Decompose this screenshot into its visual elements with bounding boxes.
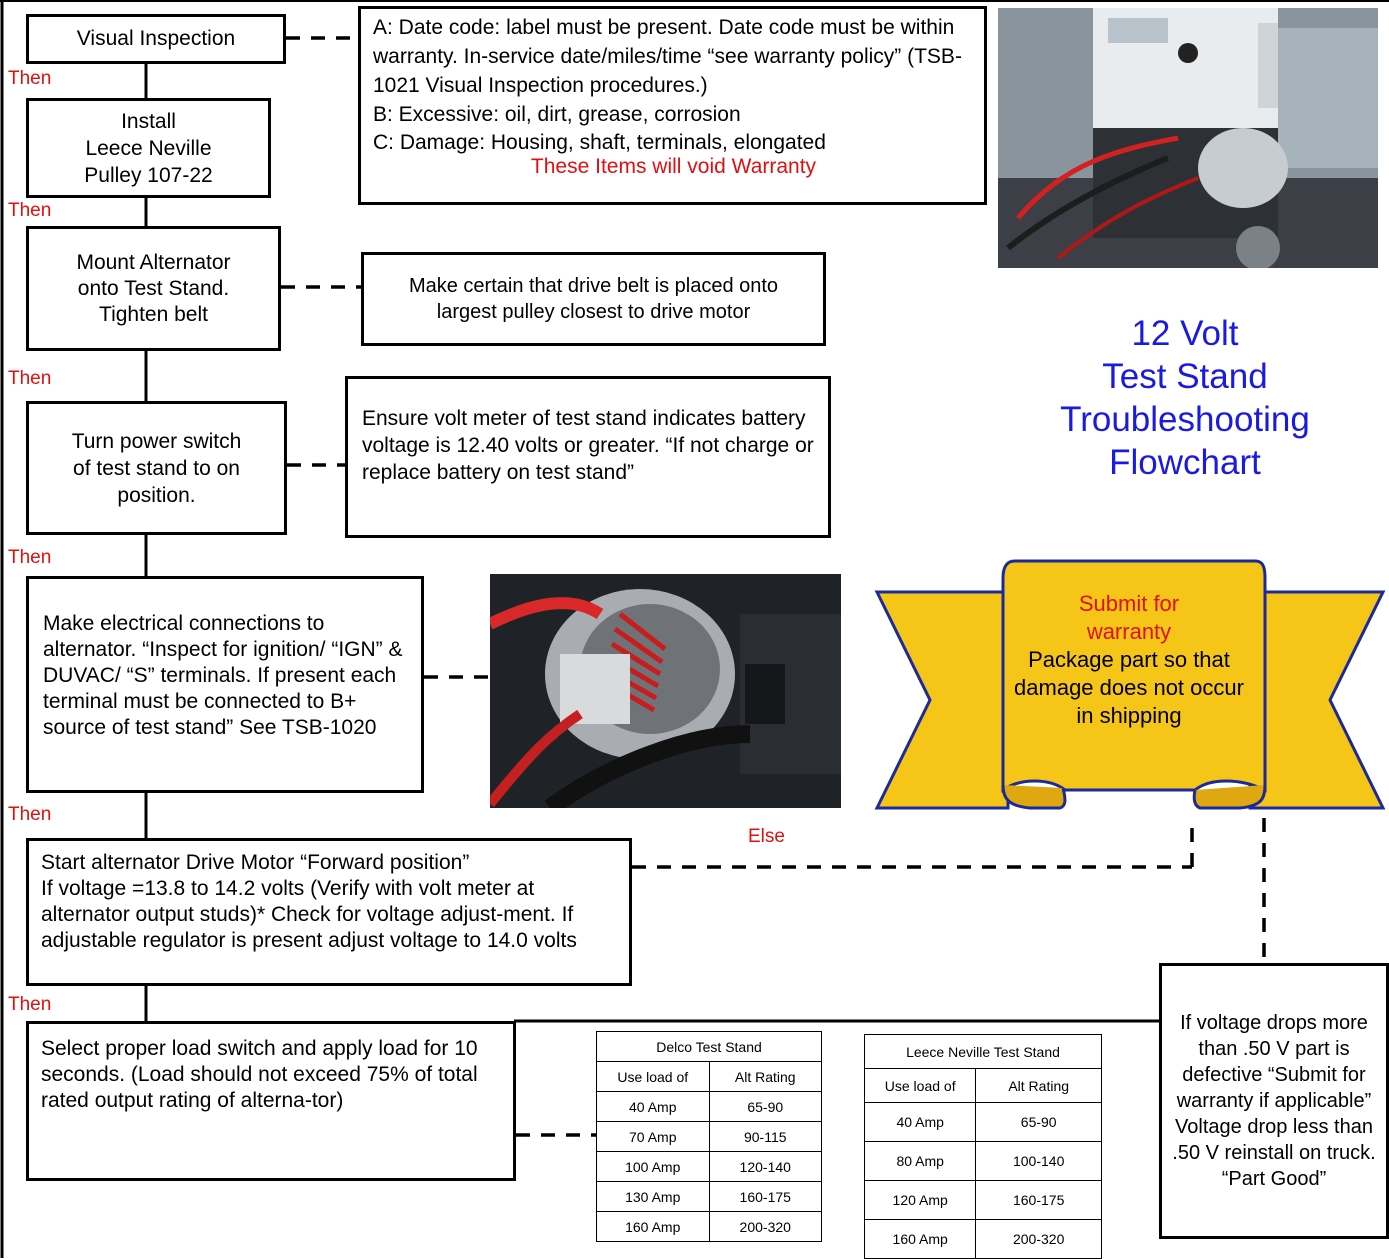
inspection-note-b: B: Excessive: oil, dirt, grease, corrosi… (373, 103, 741, 126)
leece-table-title: Leece Neville Test Stand (864, 1034, 1102, 1069)
load-cell: 160 Amp (863, 1219, 977, 1259)
leece-header-rating: Alt Rating (975, 1068, 1102, 1103)
load-cell: 80 Amp (863, 1141, 977, 1181)
load-cell: 130 Amp (596, 1181, 710, 1212)
rating-cell: 160-175 (708, 1181, 822, 1212)
visual-inspection-box: Visual Inspection (26, 14, 286, 64)
load-cell: 70 Amp (596, 1121, 710, 1152)
rating-cell: 65-90 (708, 1091, 822, 1122)
rating-cell: 200-320 (975, 1219, 1102, 1259)
delco-load-table: Delco Test Stand Use load of Alt Rating … (596, 1031, 822, 1242)
then-label: Then (8, 368, 52, 389)
then-label: Then (8, 994, 52, 1015)
rating-cell: 200-320 (708, 1211, 822, 1242)
alternator-photo (490, 574, 841, 808)
rating-cell: 160-175 (975, 1180, 1102, 1220)
delco-header-rating: Alt Rating (708, 1061, 822, 1092)
load-cell: 160 Amp (596, 1211, 710, 1242)
install-pulley-box: Install Leece Neville Pulley 107-22 (26, 98, 271, 198)
battery-note-box: Ensure volt meter of test stand indicate… (345, 376, 831, 538)
inspection-note-a: A: Date code: label must be present. Dat… (373, 16, 962, 97)
banner-text: Submit for warranty Package part so that… (1008, 590, 1250, 730)
then-label: Then (8, 547, 52, 568)
load-cell: 100 Amp (596, 1151, 710, 1182)
apply-load-box: Select proper load switch and apply load… (26, 1021, 516, 1181)
rating-cell: 120-140 (708, 1151, 822, 1182)
banner-body: Package part so that damage does not occ… (1014, 647, 1244, 728)
warranty-banner (874, 559, 1386, 810)
flowchart-title: 12 Volt Test Stand Troubleshooting Flowc… (1060, 314, 1310, 482)
leece-header-load: Use load of (863, 1068, 977, 1103)
then-label: Then (8, 68, 52, 89)
visual-inspection-label: Visual Inspection (76, 27, 236, 50)
then-label: Then (8, 200, 52, 221)
load-cell: 120 Amp (863, 1180, 977, 1220)
belt-note-box: Make certain that drive belt is placed o… (361, 252, 826, 346)
banner-headline: Submit for warranty (1078, 591, 1180, 644)
load-cell: 40 Amp (863, 1102, 977, 1142)
rating-cell: 100-140 (975, 1141, 1102, 1181)
mount-alternator-box: Mount Alternator onto Test Stand. Tighte… (26, 226, 281, 351)
voltage-drop-box: If voltage drops more than .50 V part is… (1159, 963, 1389, 1239)
then-label: Then (8, 804, 52, 825)
delco-header-load: Use load of (596, 1061, 710, 1092)
else-label: Else (748, 826, 785, 847)
rating-cell: 90-115 (708, 1121, 822, 1152)
drive-motor-box: Start alternator Drive Motor “Forward po… (26, 838, 632, 986)
load-cell: 40 Amp (596, 1091, 710, 1122)
leece-neville-load-table: Leece Neville Test Stand Use load of Alt… (863, 1034, 1102, 1259)
inspection-notes-box: A: Date code: label must be present. Dat… (358, 6, 987, 205)
power-switch-box: Turn power switch of test stand to on po… (26, 401, 287, 535)
test-stand-photo (998, 8, 1378, 268)
void-warranty-note: These Items will void Warranty (530, 155, 817, 178)
electrical-connections-box: Make electrical connections to alternato… (26, 576, 424, 793)
rating-cell: 65-90 (975, 1102, 1102, 1142)
delco-table-title: Delco Test Stand (596, 1031, 822, 1062)
inspection-note-c: C: Damage: Housing, shaft, terminals, el… (373, 131, 826, 154)
